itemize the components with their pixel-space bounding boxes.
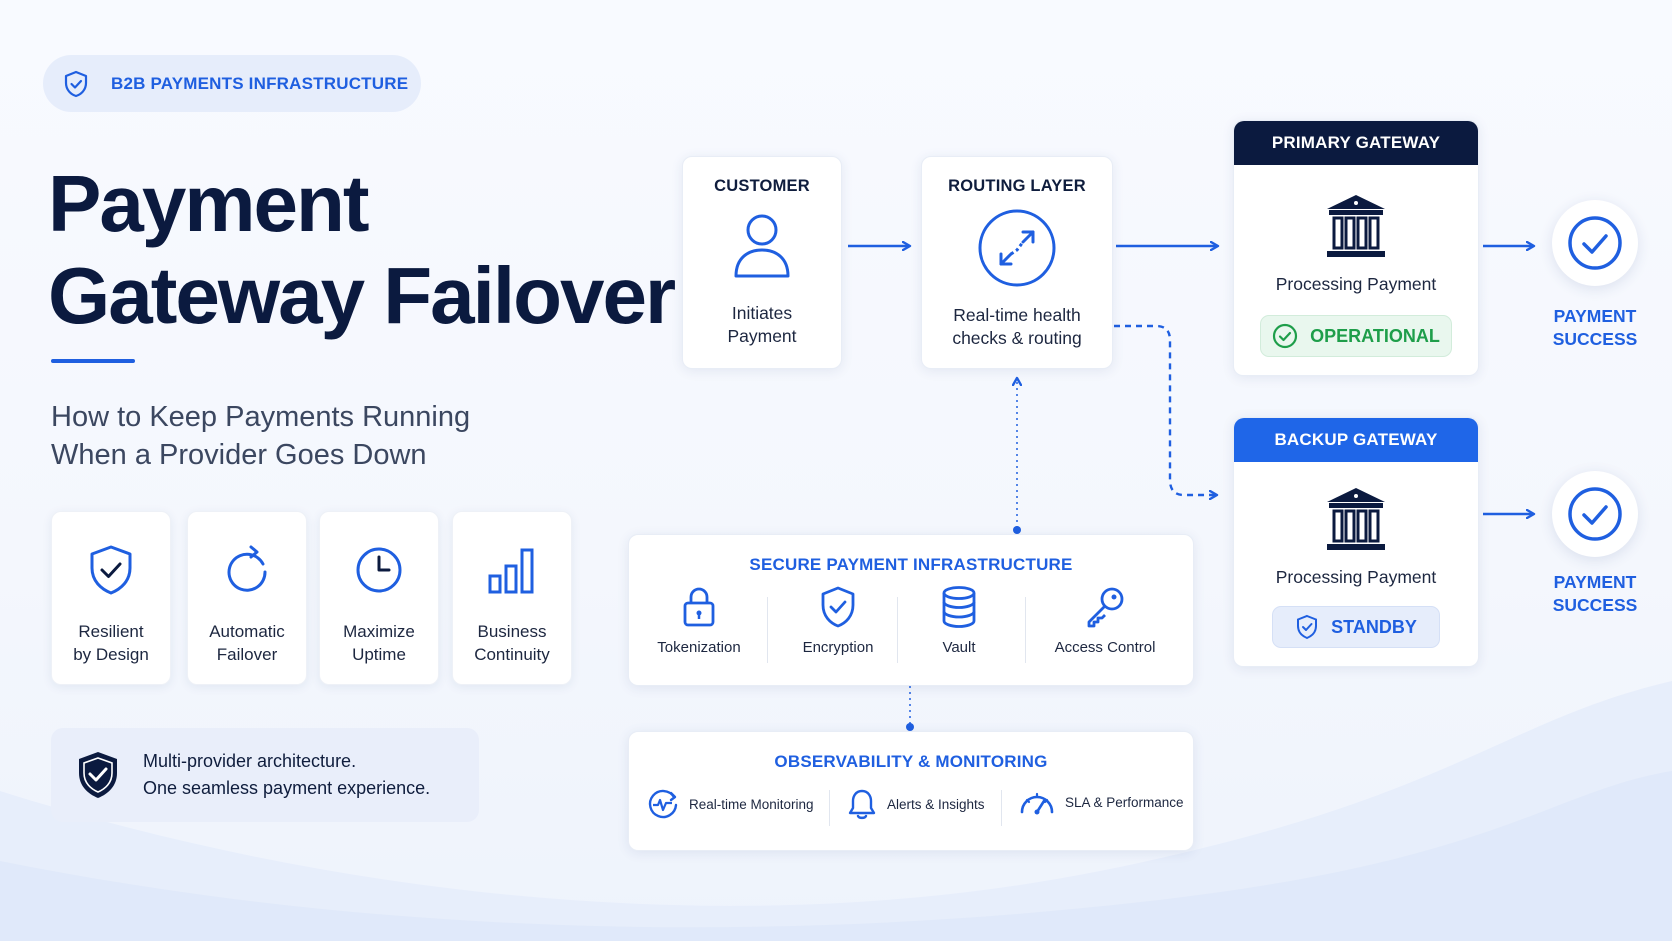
feature-label: Uptime	[352, 645, 406, 664]
divider	[1001, 790, 1002, 826]
category-badge: B2B PAYMENTS INFRASTRUCTURE	[43, 55, 421, 112]
customer-desc-2: Payment	[727, 326, 797, 346]
success-circle-backup	[1552, 471, 1638, 557]
success-label-backup: PAYMENT SUCCESS	[1535, 571, 1655, 617]
background-wave	[0, 681, 1672, 941]
feature-label: by Design	[73, 645, 149, 664]
success-line: SUCCESS	[1552, 329, 1638, 349]
monitoring-item-label: Real-time Monitoring	[689, 796, 814, 812]
user-icon	[734, 214, 790, 278]
divider	[1025, 597, 1026, 663]
backup-gateway-desc: Processing Payment	[1275, 567, 1437, 587]
infra-item-vault: Vault	[919, 585, 999, 656]
feature-label: Business	[477, 622, 547, 641]
bank-icon	[1327, 195, 1385, 257]
check-circle-icon	[1273, 323, 1298, 349]
route-arrows-icon	[978, 209, 1056, 287]
status-label: OPERATIONAL	[1310, 325, 1440, 346]
subtitle-line-1: How to Keep Payments Running	[51, 401, 471, 433]
routing-title: ROUTING LAYER	[948, 177, 1086, 195]
infra-item-label: Vault	[942, 639, 976, 656]
shield-check-icon	[821, 586, 855, 628]
shield-check-icon	[64, 70, 88, 97]
infra-item-access-control: Access Control	[1045, 585, 1165, 656]
infrastructure-title: SECURE PAYMENT INFRASTRUCTURE	[749, 555, 1073, 574]
infra-item-label: Tokenization	[657, 639, 741, 656]
clock-icon	[356, 547, 402, 593]
primary-gateway-node: PRIMARY GATEWAY Processing Payment OPERA…	[1233, 120, 1479, 376]
divider	[767, 597, 768, 663]
feature-label: Automatic	[209, 622, 285, 641]
customer-title: CUSTOMER	[714, 177, 810, 195]
primary-gateway-title: PRIMARY GATEWAY	[1234, 121, 1478, 165]
lock-icon	[683, 587, 715, 627]
monitoring-title: OBSERVABILITY & MONITORING	[774, 752, 1048, 771]
shield-check-icon	[1297, 614, 1318, 640]
monitoring-item-sla: SLA & Performance	[1019, 788, 1184, 816]
status-badge-operational: OPERATIONAL	[1260, 315, 1452, 357]
monitoring-item-label: SLA & Performance	[1065, 794, 1184, 810]
infra-item-label: Encryption	[802, 639, 874, 656]
page-subtitle: How to Keep Payments Running When a Prov…	[51, 398, 470, 474]
success-line: PAYMENT	[1553, 572, 1637, 592]
primary-gateway-desc: Processing Payment	[1275, 274, 1437, 294]
speedometer-icon	[1020, 792, 1054, 815]
database-icon	[942, 586, 976, 628]
monitoring-panel: OBSERVABILITY & MONITORING Real-time Mon…	[628, 731, 1194, 851]
bar-chart-icon	[488, 548, 534, 594]
check-circle-icon	[1568, 216, 1622, 270]
bell-icon	[848, 789, 876, 820]
routing-desc-2: checks & routing	[952, 328, 1082, 348]
title-line-1: Payment	[48, 159, 369, 248]
monitoring-item-label: Alerts & Insights	[887, 796, 985, 812]
feature-label: Resilient	[78, 622, 144, 641]
backup-gateway-title: BACKUP GATEWAY	[1234, 418, 1478, 462]
shield-check-icon	[90, 545, 132, 595]
success-line: PAYMENT	[1553, 306, 1637, 326]
architecture-note: Multi-provider architecture. One seamless…	[51, 728, 479, 822]
success-line: SUCCESS	[1552, 595, 1638, 615]
customer-desc-1: Initiates	[731, 303, 793, 323]
feature-label: Maximize	[343, 622, 415, 641]
backup-gateway-node: BACKUP GATEWAY Processing Payment STANDB…	[1233, 417, 1479, 667]
routing-desc-1: Real-time health	[953, 305, 1081, 325]
shield-check-icon	[79, 752, 117, 798]
divider	[829, 790, 830, 826]
note-line-1: Multi-provider architecture.	[143, 751, 357, 771]
infra-item-encryption: Encryption	[789, 585, 887, 656]
feature-card-resilient: Resilient by Design	[51, 511, 171, 685]
pulse-icon	[648, 789, 678, 819]
badge-label: B2B PAYMENTS INFRASTRUCTURE	[111, 73, 409, 93]
secure-infrastructure-panel: SECURE PAYMENT INFRASTRUCTURE Tokenizati…	[628, 534, 1194, 686]
title-underline	[51, 359, 135, 363]
feature-label: Continuity	[474, 645, 550, 664]
divider	[897, 597, 898, 663]
monitoring-item-realtime: Real-time Monitoring	[647, 788, 814, 820]
title-line-2: Gateway Failover	[48, 251, 676, 340]
infra-item-label: Access Control	[1054, 639, 1156, 656]
status-badge-standby: STANDBY	[1272, 606, 1440, 648]
connector-dot	[1013, 526, 1021, 534]
monitoring-item-alerts: Alerts & Insights	[847, 788, 985, 820]
page-title: Payment Gateway Failover	[48, 158, 676, 342]
bank-icon	[1327, 488, 1385, 550]
refresh-icon	[227, 545, 267, 592]
note-line-2: One seamless payment experience.	[143, 778, 431, 798]
success-circle-primary	[1552, 200, 1638, 286]
check-circle-icon	[1568, 487, 1622, 541]
subtitle-line-2: When a Provider Goes Down	[51, 439, 427, 471]
success-label-primary: PAYMENT SUCCESS	[1535, 305, 1655, 351]
key-icon	[1087, 587, 1124, 628]
infra-item-tokenization: Tokenization	[655, 585, 743, 656]
arrow-routing-to-backup	[1114, 324, 1217, 495]
status-label: STANDBY	[1331, 616, 1417, 637]
feature-label: Failover	[216, 645, 278, 664]
connector-dot	[906, 723, 914, 731]
routing-node: ROUTING LAYER Real-time health checks & r…	[921, 156, 1113, 369]
